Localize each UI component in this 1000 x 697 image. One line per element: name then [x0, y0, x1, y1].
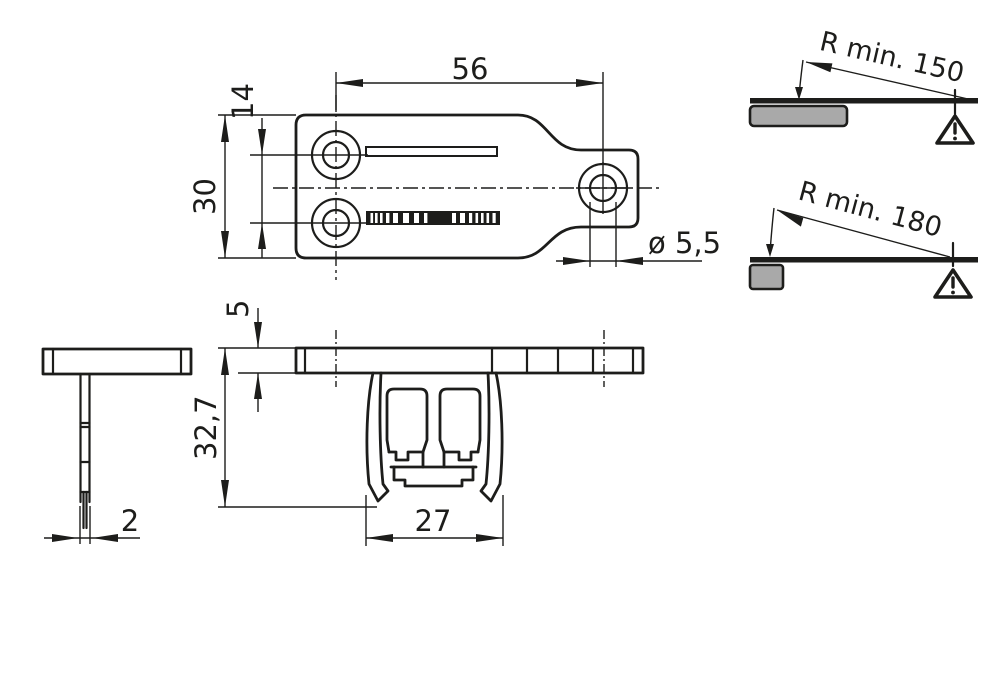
- plate-outline: [294, 113, 640, 260]
- upper-slot: [365, 146, 498, 157]
- bend-note-150: R min. 150: [748, 26, 978, 145]
- strip-2: [750, 257, 978, 263]
- dim-14-label: 14: [226, 83, 260, 120]
- dim-2: 2: [44, 504, 140, 544]
- dim-56-label: 56: [452, 52, 489, 86]
- lower-slot-serrated: [366, 211, 500, 225]
- clip-prong-left: [385, 387, 429, 454]
- dim-2-label: 2: [121, 504, 139, 538]
- gray-block-2: [748, 263, 785, 291]
- dim-32-7-label: 32,7: [189, 395, 223, 460]
- side-bar: [41, 347, 193, 376]
- clip-leg-left: [365, 371, 390, 503]
- leader-diagonal-2: [776, 209, 951, 258]
- bend-note-150-label: R min. 150: [817, 26, 967, 89]
- side-view: 2: [41, 347, 193, 544]
- dim-5: 5: [221, 300, 296, 412]
- clip-foot-steps-right: [442, 450, 480, 469]
- top-view: 56 30 14 ø 5,5: [188, 52, 721, 280]
- dim-56: 56: [335, 52, 604, 163]
- dim-14: 14: [226, 83, 368, 258]
- clip-foot-steps-left: [387, 450, 425, 469]
- front-view: 5 32,7 27: [189, 300, 645, 546]
- strip-1: [750, 98, 978, 104]
- clip-bottom-tray: [392, 465, 475, 488]
- dim-30: 30: [188, 114, 296, 259]
- dim-32-7: 32,7: [189, 347, 377, 508]
- dim-hole-diameter: ø 5,5: [556, 202, 721, 267]
- bend-note-180: R min. 180: [748, 176, 978, 299]
- gray-block-1: [748, 104, 849, 128]
- bend-note-180-label: R min. 180: [795, 176, 945, 244]
- clip-profile: [365, 371, 504, 503]
- front-plate: [294, 346, 645, 375]
- warning-icon: [935, 114, 975, 145]
- side-stem: [79, 372, 91, 530]
- dim-27-label: 27: [415, 504, 452, 538]
- warning-icon: [933, 268, 973, 299]
- dim-5-label: 5: [221, 300, 255, 318]
- dim-30-label: 30: [188, 178, 222, 215]
- dim-27: 27: [365, 495, 504, 546]
- leader-diagonal-1: [805, 61, 969, 100]
- clip-leg-right: [479, 371, 504, 503]
- dim-hole-diameter-label: ø 5,5: [648, 226, 721, 260]
- clip-prong-right: [438, 387, 482, 454]
